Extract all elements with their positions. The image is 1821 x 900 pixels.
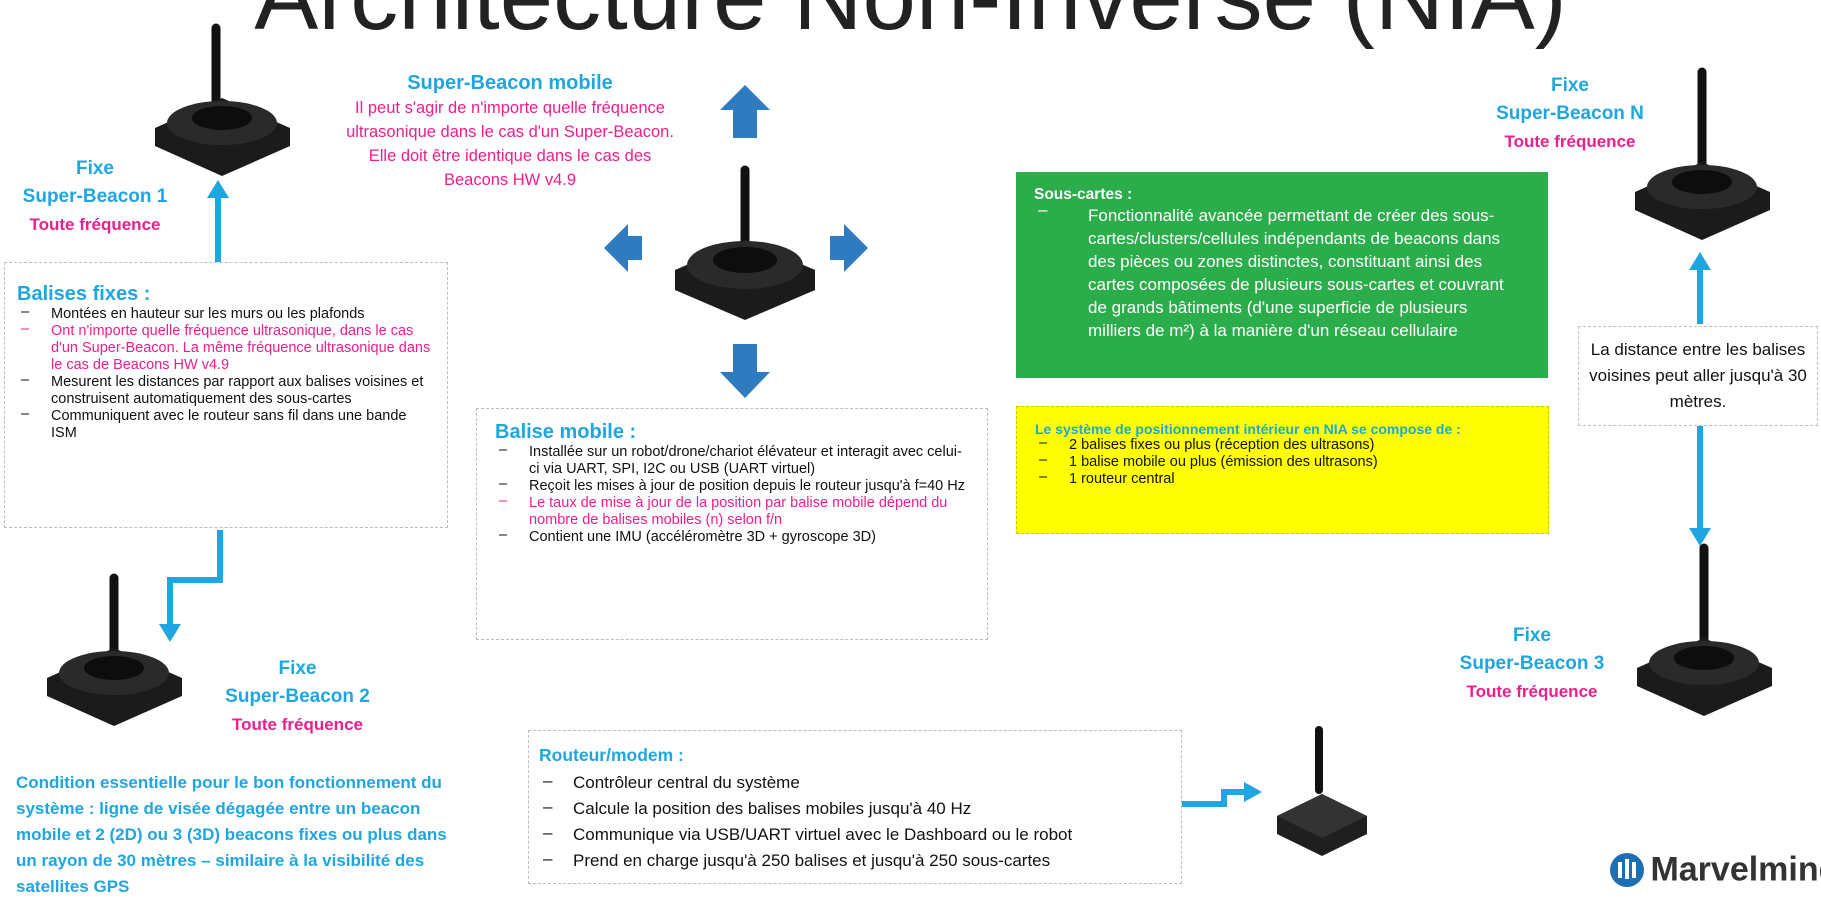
router-connector bbox=[1182, 789, 1246, 807]
router-box: Routeur/modem : Contrôleur central du sy… bbox=[528, 730, 1182, 884]
list-item: Contient une IMU (accéléromètre 3D + gyr… bbox=[495, 527, 967, 546]
beaconN-device-icon bbox=[1635, 67, 1770, 240]
fixed-beacons-heading: Balises fixes : bbox=[17, 283, 151, 305]
list-item: Le taux de mise à jour de la position pa… bbox=[495, 493, 967, 529]
mobile-beacon-title: Super-Beacon mobile bbox=[407, 72, 613, 94]
fixed-beacons-box: Balises fixes : Montées en hauteur sur l… bbox=[4, 262, 448, 528]
condition-text: Condition essentielle pour le bon foncti… bbox=[16, 773, 447, 896]
beacon2-connector bbox=[167, 530, 223, 628]
mobile-beacon-desc: Il peut s'agir de n'importe quelle fréqu… bbox=[346, 99, 674, 189]
page-title: Architecture Non-Inverse (NIA) bbox=[0, 0, 1821, 52]
marvelmind-logo-icon bbox=[1610, 853, 1644, 887]
router-device-icon bbox=[1277, 726, 1367, 856]
arrow-up-icon bbox=[720, 85, 770, 138]
beacon2-frequency: Toute fréquence bbox=[232, 715, 363, 734]
beacon1-frequency: Toute fréquence bbox=[29, 215, 161, 234]
list-item: Montées en hauteur sur les murs ou les p… bbox=[17, 304, 433, 323]
list-item: Mesurent les distances par rapport aux b… bbox=[17, 372, 433, 408]
mobile-beacon-box: Balise mobile : Installée sur un robot/d… bbox=[476, 408, 988, 640]
subcards-description: Fonctionnalité avancée permettant de cré… bbox=[1088, 206, 1504, 340]
mobile-beacon-label: Super-Beacon mobile Il peut s'agir de n'… bbox=[345, 70, 675, 192]
mobile-beacon-diagram bbox=[604, 85, 868, 398]
distance-note: La distance entre les balises voisines p… bbox=[1578, 326, 1818, 426]
mobile-beacon-list: Installée sur un robot/drone/chariot élé… bbox=[495, 442, 967, 546]
beacon3-name: Super-Beacon 3 bbox=[1459, 653, 1605, 674]
list-item: 2 balises fixes ou plus (réception des u… bbox=[1035, 435, 1534, 454]
arrow-down-icon bbox=[720, 344, 770, 398]
list-item: Calcule la position des balises mobiles … bbox=[539, 794, 1161, 822]
list-item: Communique via USB/UART virtuel avec le … bbox=[539, 820, 1161, 848]
beacon3-frequency: Toute fréquence bbox=[1466, 682, 1598, 701]
arrow-left-icon bbox=[604, 224, 642, 272]
mobile-beacon-box-heading: Balise mobile : bbox=[495, 421, 637, 443]
beaconN-frequency: Toute fréquence bbox=[1504, 132, 1636, 151]
beacon2-name: Super-Beacon 2 bbox=[225, 686, 370, 707]
beaconN-type: Fixe bbox=[1550, 75, 1590, 96]
router-heading: Routeur/modem : bbox=[539, 745, 684, 765]
system-composition-box: Le système de positionnement intérieur e… bbox=[1016, 406, 1549, 534]
list-item: Ont n'importe quelle fréquence ultrasoni… bbox=[17, 321, 433, 374]
beacon3-device-icon bbox=[1637, 543, 1772, 716]
beacon1-name: Super-Beacon 1 bbox=[22, 186, 168, 207]
fixed-beacons-list: Montées en hauteur sur les murs ou les p… bbox=[17, 304, 433, 442]
system-heading: Le système de positionnement intérieur e… bbox=[1035, 421, 1461, 437]
brand-name: Marvelmind bbox=[1650, 850, 1821, 889]
list-item: 1 routeur central bbox=[1035, 469, 1534, 488]
system-list: 2 balises fixes ou plus (réception des u… bbox=[1035, 435, 1534, 488]
beacon2-device-icon bbox=[47, 573, 182, 726]
beacon3-label: Fixe Super-Beacon 3 Toute fréquence bbox=[1438, 622, 1626, 706]
list-item: 1 balise mobile ou plus (émission des ul… bbox=[1035, 452, 1534, 471]
list-item: Communiquent avec le routeur sans fil da… bbox=[17, 406, 433, 442]
beacon2-type: Fixe bbox=[278, 658, 317, 679]
subcards-heading: Sous-cartes : bbox=[1034, 186, 1133, 203]
beaconN-name: Super-Beacon N bbox=[1496, 103, 1644, 124]
beacon1-label: Fixe Super-Beacon 1 Toute fréquence bbox=[0, 155, 190, 239]
subcards-box: Sous-cartes : – Fonctionnalité avancée p… bbox=[1016, 172, 1548, 378]
beacon1-device-icon bbox=[155, 23, 290, 176]
beacon3-type: Fixe bbox=[1512, 625, 1552, 646]
list-item: Installée sur un robot/drone/chariot élé… bbox=[495, 442, 967, 478]
beaconN-label: Fixe Super-Beacon N Toute fréquence bbox=[1470, 72, 1670, 156]
subcards-text: – Fonctionnalité avancée permettant de c… bbox=[1038, 200, 1504, 340]
list-item: Prend en charge jusqu'à 250 balises et j… bbox=[539, 846, 1161, 874]
list-item: Reçoit les mises à jour de position depu… bbox=[495, 476, 967, 495]
list-item: Contrôleur central du système bbox=[539, 768, 1161, 796]
router-list: Contrôleur central du système Calcule la… bbox=[539, 768, 1161, 874]
brand-logo: Marvelmind bbox=[1608, 850, 1821, 900]
beacon1-type: Fixe bbox=[75, 158, 115, 179]
arrow-right-icon bbox=[830, 224, 868, 272]
beacon2-label: Fixe Super-Beacon 2 Toute fréquence bbox=[200, 655, 395, 739]
